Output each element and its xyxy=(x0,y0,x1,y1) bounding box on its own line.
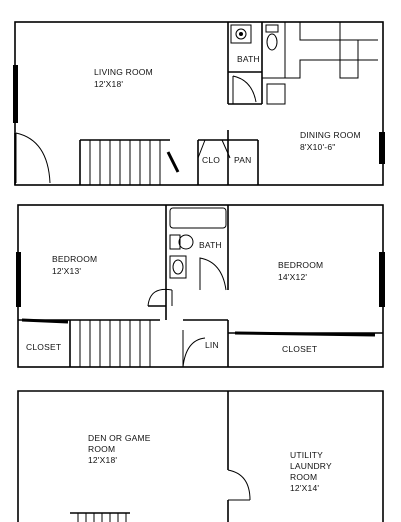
bath-sink-2 xyxy=(169,255,187,279)
bathtub xyxy=(169,207,227,229)
first-floor: LIVING ROOM 12'X18' BATH DINING ROOM 8'X… xyxy=(13,21,385,186)
kitchen-counter xyxy=(262,22,378,79)
bath-label-1: BATH xyxy=(237,54,260,64)
bedroom-left-label: BEDROOM xyxy=(52,254,97,264)
dining-room-size: 8'X10'-6" xyxy=(300,142,335,152)
utility-label-1: UTILITY xyxy=(290,450,323,460)
dining-room-label: DINING ROOM xyxy=(300,130,361,140)
bath-door xyxy=(232,75,257,104)
den-label-2: ROOM xyxy=(88,444,115,454)
second-floor: BEDROOM 12'X13' BATH BEDROOM 14'X12' CLO… xyxy=(16,204,385,368)
bedroom-door xyxy=(147,288,173,307)
closet-left-door xyxy=(21,318,69,324)
living-room-label: LIVING ROOM xyxy=(94,67,153,77)
toilet xyxy=(178,234,194,250)
bath-label-2: BATH xyxy=(199,240,222,250)
utility-label-3: ROOM xyxy=(290,472,317,482)
closet-label: CLO xyxy=(202,155,220,165)
bath-toilet-tank xyxy=(265,24,279,33)
bath-door-2 xyxy=(199,257,227,291)
third-floor: DEN OR GAME ROOM 12'X18' UTILITY LAUNDRY… xyxy=(17,390,384,522)
linen-door xyxy=(182,330,206,368)
second-floor-stairs xyxy=(69,319,160,367)
bedroom-right-size: 14'X12' xyxy=(278,272,307,282)
bedroom-right-label: BEDROOM xyxy=(278,260,323,270)
bedroom-left-size: 12'X13' xyxy=(52,266,81,276)
linen-label: LIN xyxy=(205,340,219,350)
living-room-window xyxy=(13,65,18,123)
bedroom-right-window xyxy=(379,252,385,307)
first-floor-outline xyxy=(14,21,384,186)
closet-door xyxy=(166,151,180,173)
kitchen-appliance xyxy=(266,83,286,105)
third-floor-stairs xyxy=(70,512,130,522)
closet-right-door xyxy=(234,331,376,337)
closet-right-label: CLOSET xyxy=(282,344,317,354)
toilet-tank xyxy=(169,234,181,250)
utility-door xyxy=(227,469,251,501)
den-label-1: DEN OR GAME xyxy=(88,433,151,443)
entry-door xyxy=(15,132,51,184)
pantry-label: PAN xyxy=(234,155,251,165)
den-size: 12'X18' xyxy=(88,455,117,465)
bath-sink xyxy=(230,24,252,44)
bath-toilet xyxy=(266,33,278,51)
bedroom-left-window xyxy=(16,252,21,307)
third-floor-outline xyxy=(17,390,384,522)
utility-label-2: LAUNDRY xyxy=(290,461,332,471)
living-room-size: 12'X18' xyxy=(94,79,123,89)
closet-left-label: CLOSET xyxy=(26,342,61,352)
utility-size: 12'X14' xyxy=(290,483,319,493)
dining-window xyxy=(379,132,385,164)
first-floor-stairs xyxy=(79,139,170,185)
